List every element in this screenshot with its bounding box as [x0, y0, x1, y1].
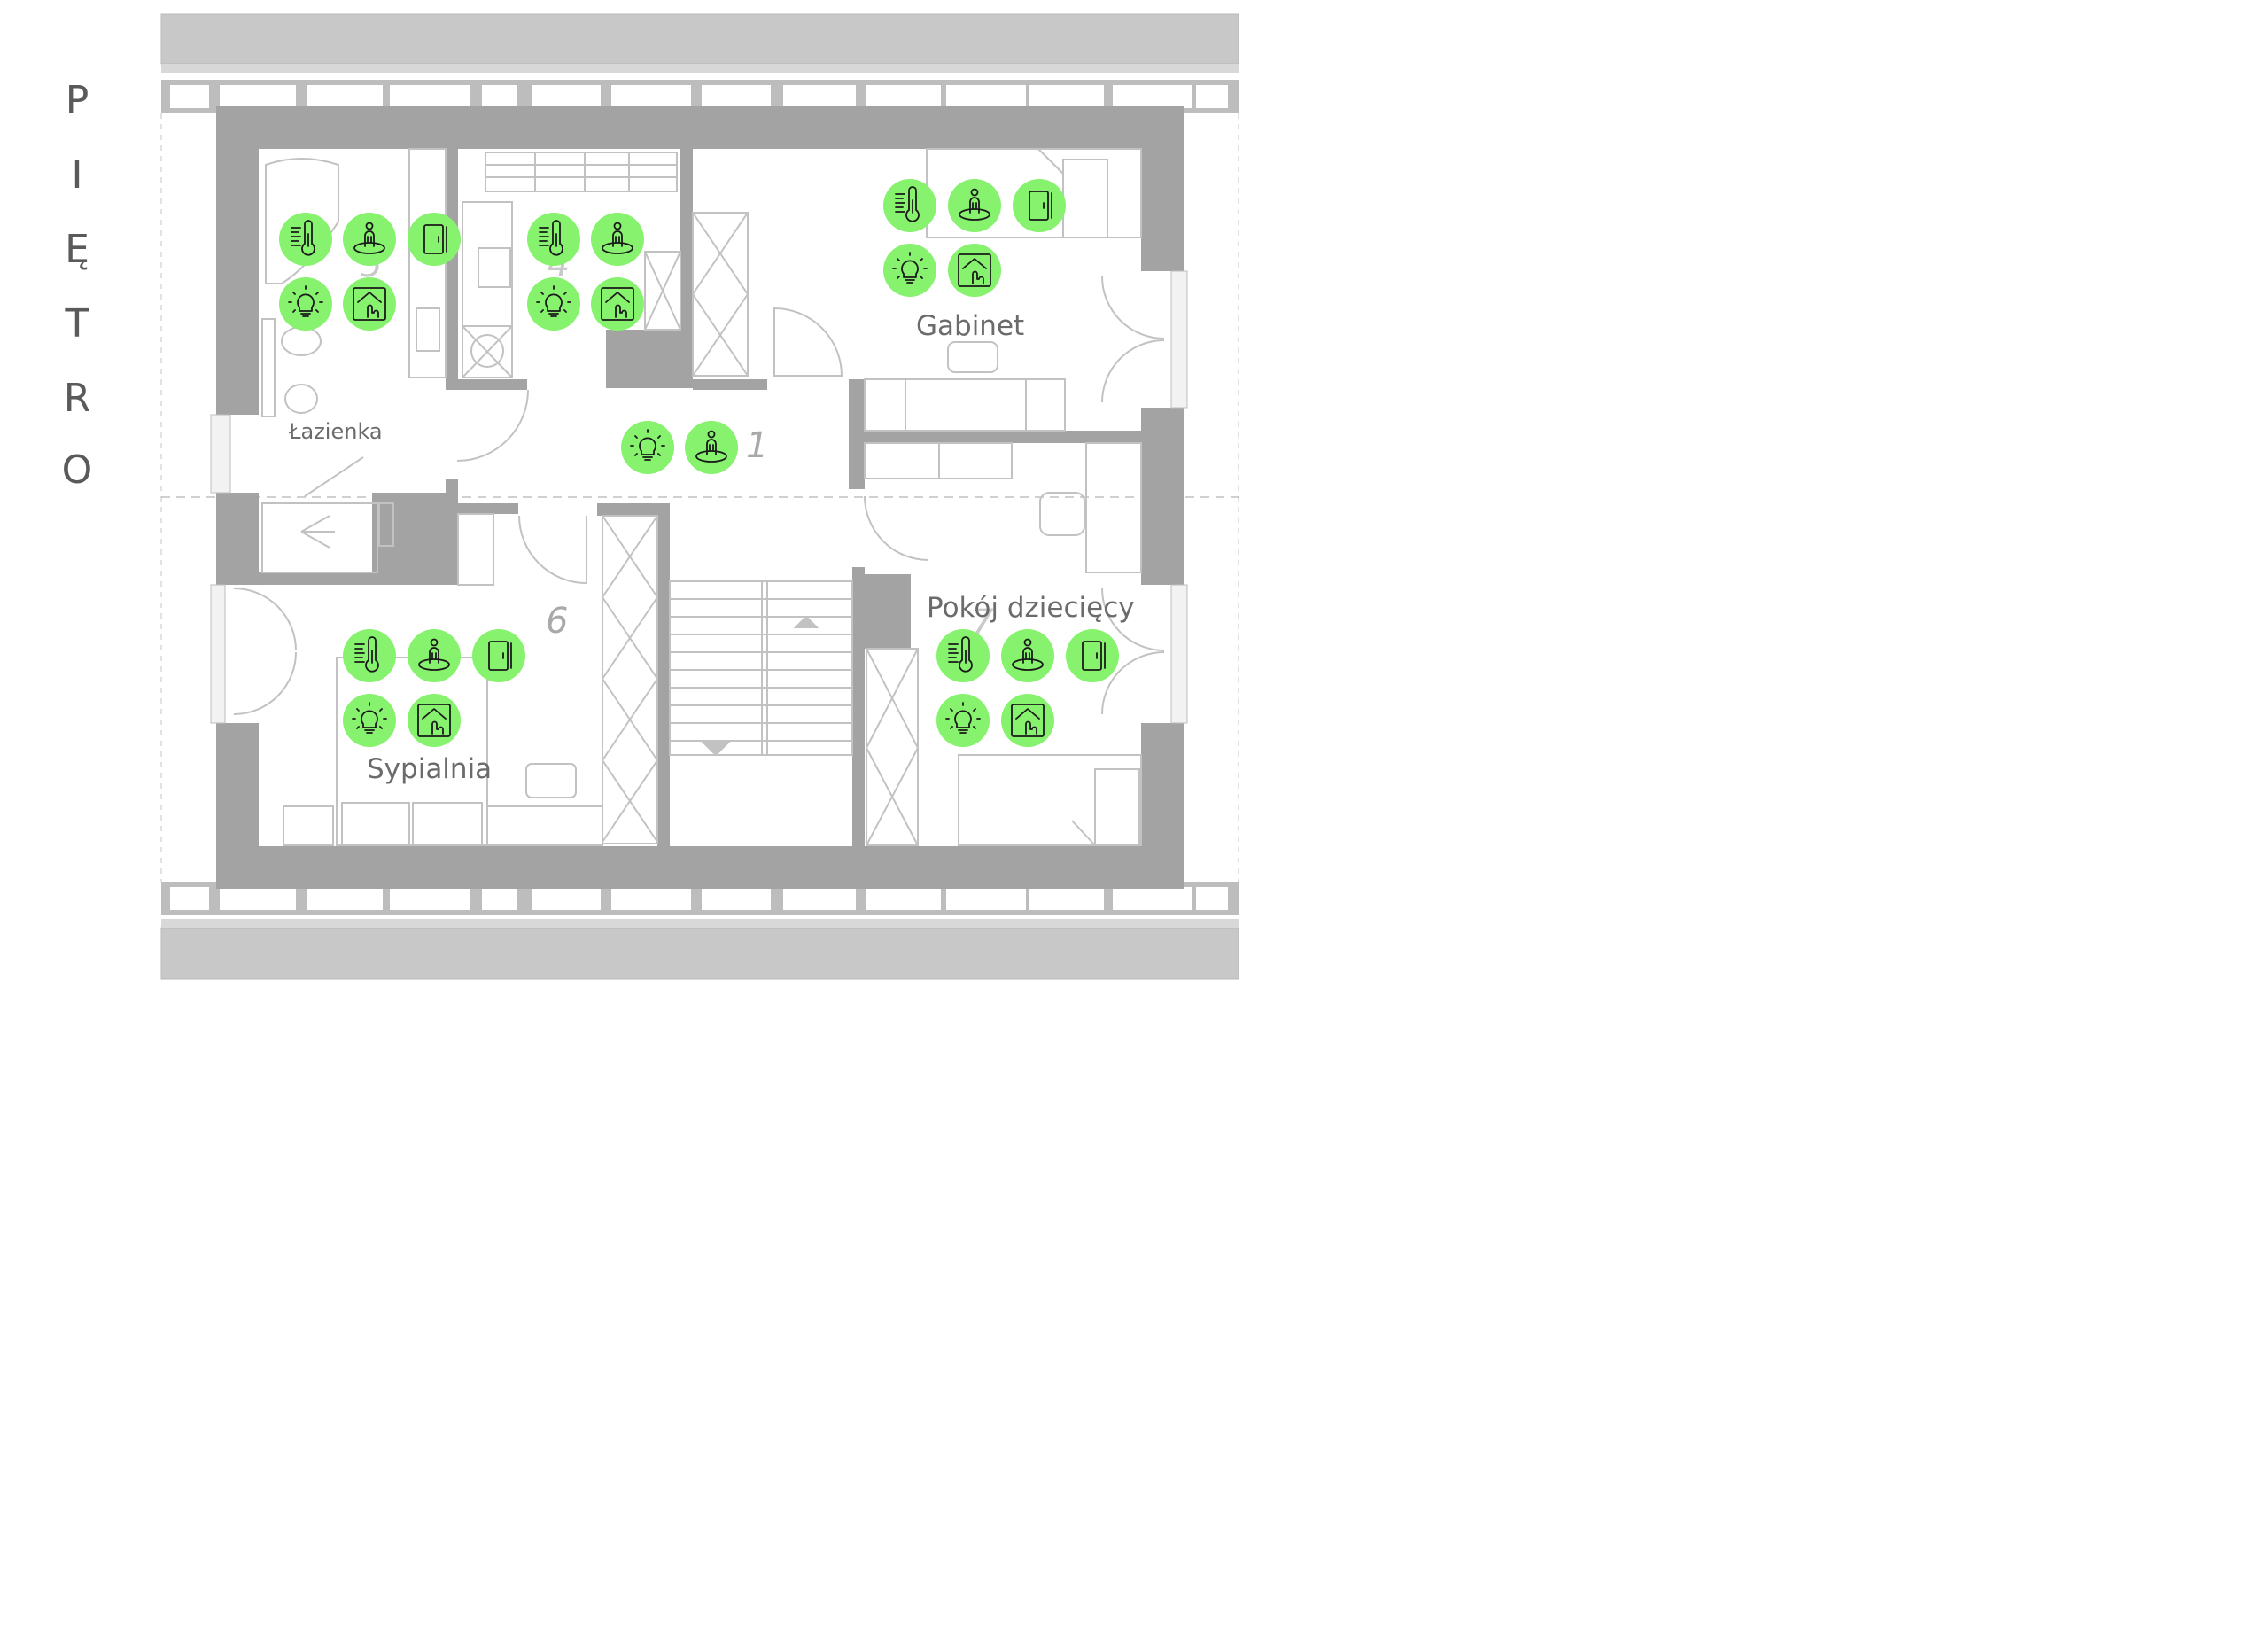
rafter-slat: [220, 887, 296, 910]
touch-panel-icon: [408, 694, 461, 747]
rafter-slat: [1029, 887, 1104, 910]
roof-top: [160, 13, 1239, 65]
rafter-slat: [1113, 85, 1192, 108]
floor-label-letter: Ę: [65, 227, 89, 272]
light-bulb-icon: [279, 277, 332, 331]
room-label-gabinet: Gabinet: [916, 310, 1025, 342]
rafter-slat: [702, 85, 771, 108]
presence-sensor-icon: [343, 213, 396, 266]
floor-label-letter: P: [65, 78, 89, 123]
presence-sensor-icon: [685, 421, 738, 474]
rafter-slat: [307, 887, 383, 910]
room-number: 1: [746, 425, 769, 466]
thermometer-icon: [279, 213, 332, 266]
room-label-pokoj-dzieciecy: Pokój dziecięcy: [927, 592, 1135, 624]
touch-panel-icon: [948, 244, 1001, 297]
rafter-slat: [946, 85, 1026, 108]
room-label-sypialnia: Sypialnia: [367, 753, 493, 785]
light-bulb-icon: [527, 277, 580, 331]
floor-label-letter: R: [63, 376, 91, 421]
floor-plan: [160, 13, 1239, 980]
presence-sensor-icon: [408, 629, 461, 682]
floor-label-letter: O: [61, 447, 93, 493]
door-sensor-icon: [1013, 179, 1066, 232]
door-sensor-icon: [408, 213, 461, 266]
presence-sensor-icon: [591, 213, 644, 266]
floor-label-letter: T: [65, 301, 89, 346]
presence-sensor-icon: [1001, 629, 1054, 682]
rafter-slat: [1113, 887, 1192, 910]
rafter-slat: [611, 887, 691, 910]
door-sensor-icon: [472, 629, 525, 682]
rafter-slat: [307, 85, 383, 108]
rafter-slat: [866, 887, 941, 910]
touch-panel-icon: [591, 277, 644, 331]
room-label-lazienka: Łazienka: [289, 419, 383, 444]
furniture: [233, 148, 1165, 846]
rafter-slat: [946, 887, 1026, 910]
room-number: 6: [546, 601, 569, 642]
light-bulb-icon: [883, 244, 936, 297]
rafter-slat: [170, 85, 209, 108]
light-bulb-icon: [936, 694, 990, 747]
rafter-slat: [866, 85, 941, 108]
rafter-slat: [783, 887, 856, 910]
walls: [216, 106, 1184, 889]
light-bulb-icon: [621, 421, 674, 474]
rafter-slat: [611, 85, 691, 108]
thermometer-icon: [883, 179, 936, 232]
rafter-slat: [482, 887, 517, 910]
presence-sensor-icon: [948, 179, 1001, 232]
light-bulb-icon: [343, 694, 396, 747]
rafter-slat: [532, 887, 601, 910]
thermometer-icon: [343, 629, 396, 682]
rafter-slat: [1196, 85, 1228, 108]
touch-panel-icon: [1001, 694, 1054, 747]
rafter-slat: [220, 85, 296, 108]
rafter-slat: [532, 85, 601, 108]
rafter-slat: [482, 85, 517, 108]
rafter-slat: [702, 887, 771, 910]
floor-label-letter: I: [71, 152, 83, 198]
roof-bottom: [160, 927, 1239, 980]
rafter-slat: [783, 85, 856, 108]
rafter-slat: [1029, 85, 1104, 108]
door-sensor-icon: [1066, 629, 1119, 682]
rafter-slat: [1196, 887, 1228, 910]
touch-panel-icon: [343, 277, 396, 331]
thermometer-icon: [527, 213, 580, 266]
rafter-slat: [390, 887, 470, 910]
thermometer-icon: [936, 629, 990, 682]
rafter-slat: [390, 85, 470, 108]
rafter-slat: [170, 887, 209, 910]
